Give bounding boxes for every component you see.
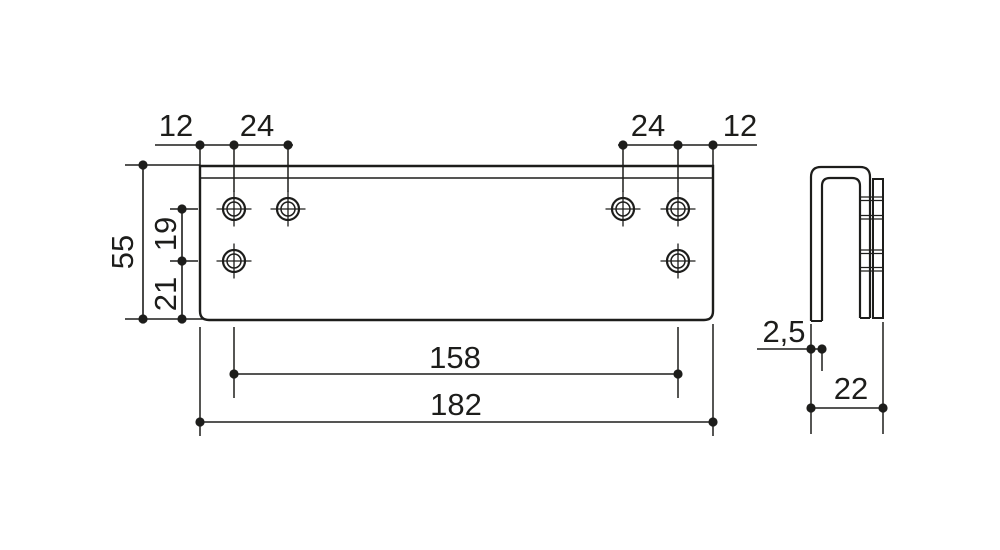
dimension-value-2-5: 2,5: [762, 314, 805, 349]
mounting-hole-top-right-inner: [605, 191, 641, 227]
dimension-dot: [673, 369, 683, 379]
dimension-dot: [229, 140, 239, 150]
dimension-value-22: 22: [834, 371, 868, 406]
plate-outline: [198, 164, 715, 322]
mounting-hole-top-left-outer: [216, 191, 252, 227]
dimension-dot: [618, 140, 628, 150]
dimension-plate-height: 55: [105, 160, 205, 324]
dimension-hole-span: 158: [229, 327, 683, 398]
plate-face-edge: [872, 178, 884, 319]
dimension-value-21: 21: [148, 277, 183, 311]
dimension-value-19: 19: [148, 217, 183, 251]
dimension-thickness: 2,5: [757, 314, 827, 371]
dimension-dot: [229, 369, 239, 379]
profile-outer-fold: [809, 165, 872, 321]
dimension-value-55: 55: [105, 235, 140, 269]
dimension-dot: [708, 417, 718, 427]
dimension-dot: [195, 140, 205, 150]
dimension-value-12-left: 12: [159, 108, 193, 143]
dimension-dot: [283, 140, 293, 150]
dimension-dot: [177, 204, 187, 214]
dimension-value-182: 182: [430, 387, 482, 422]
dimension-top-right: 24 12: [618, 108, 757, 192]
dimension-dot: [177, 314, 187, 324]
dimension-dot: [195, 417, 205, 427]
dimension-dot: [878, 403, 888, 413]
dimension-dot: [138, 160, 148, 170]
dimension-depth: 22: [806, 322, 888, 434]
mounting-hole-top-left-inner: [270, 191, 306, 227]
dimension-value-12-right: 12: [723, 108, 757, 143]
dimension-hole-rows: 19 21: [148, 204, 198, 324]
dimension-dot: [817, 344, 827, 354]
dimension-plate-width: 182: [195, 324, 718, 436]
dimension-dot: [138, 314, 148, 324]
front-view: 12 24 24 12 55: [105, 108, 757, 436]
dimension-value-158: 158: [429, 340, 481, 375]
mounting-hole-bottom-left: [216, 243, 252, 279]
dimension-value-24-left: 24: [240, 108, 274, 143]
side-view: 2,5 22: [757, 165, 888, 434]
profile-inner-fold: [820, 176, 862, 321]
dimension-dot: [673, 140, 683, 150]
dimension-dot: [806, 403, 816, 413]
hole-section-lines: [860, 196, 883, 272]
dimension-dot: [177, 256, 187, 266]
dimension-value-24-right: 24: [631, 108, 665, 143]
dimension-top-left: 12 24: [155, 108, 293, 192]
mounting-hole-bottom-right: [660, 243, 696, 279]
mounting-hole-top-right-outer: [660, 191, 696, 227]
dimension-dot: [708, 140, 718, 150]
